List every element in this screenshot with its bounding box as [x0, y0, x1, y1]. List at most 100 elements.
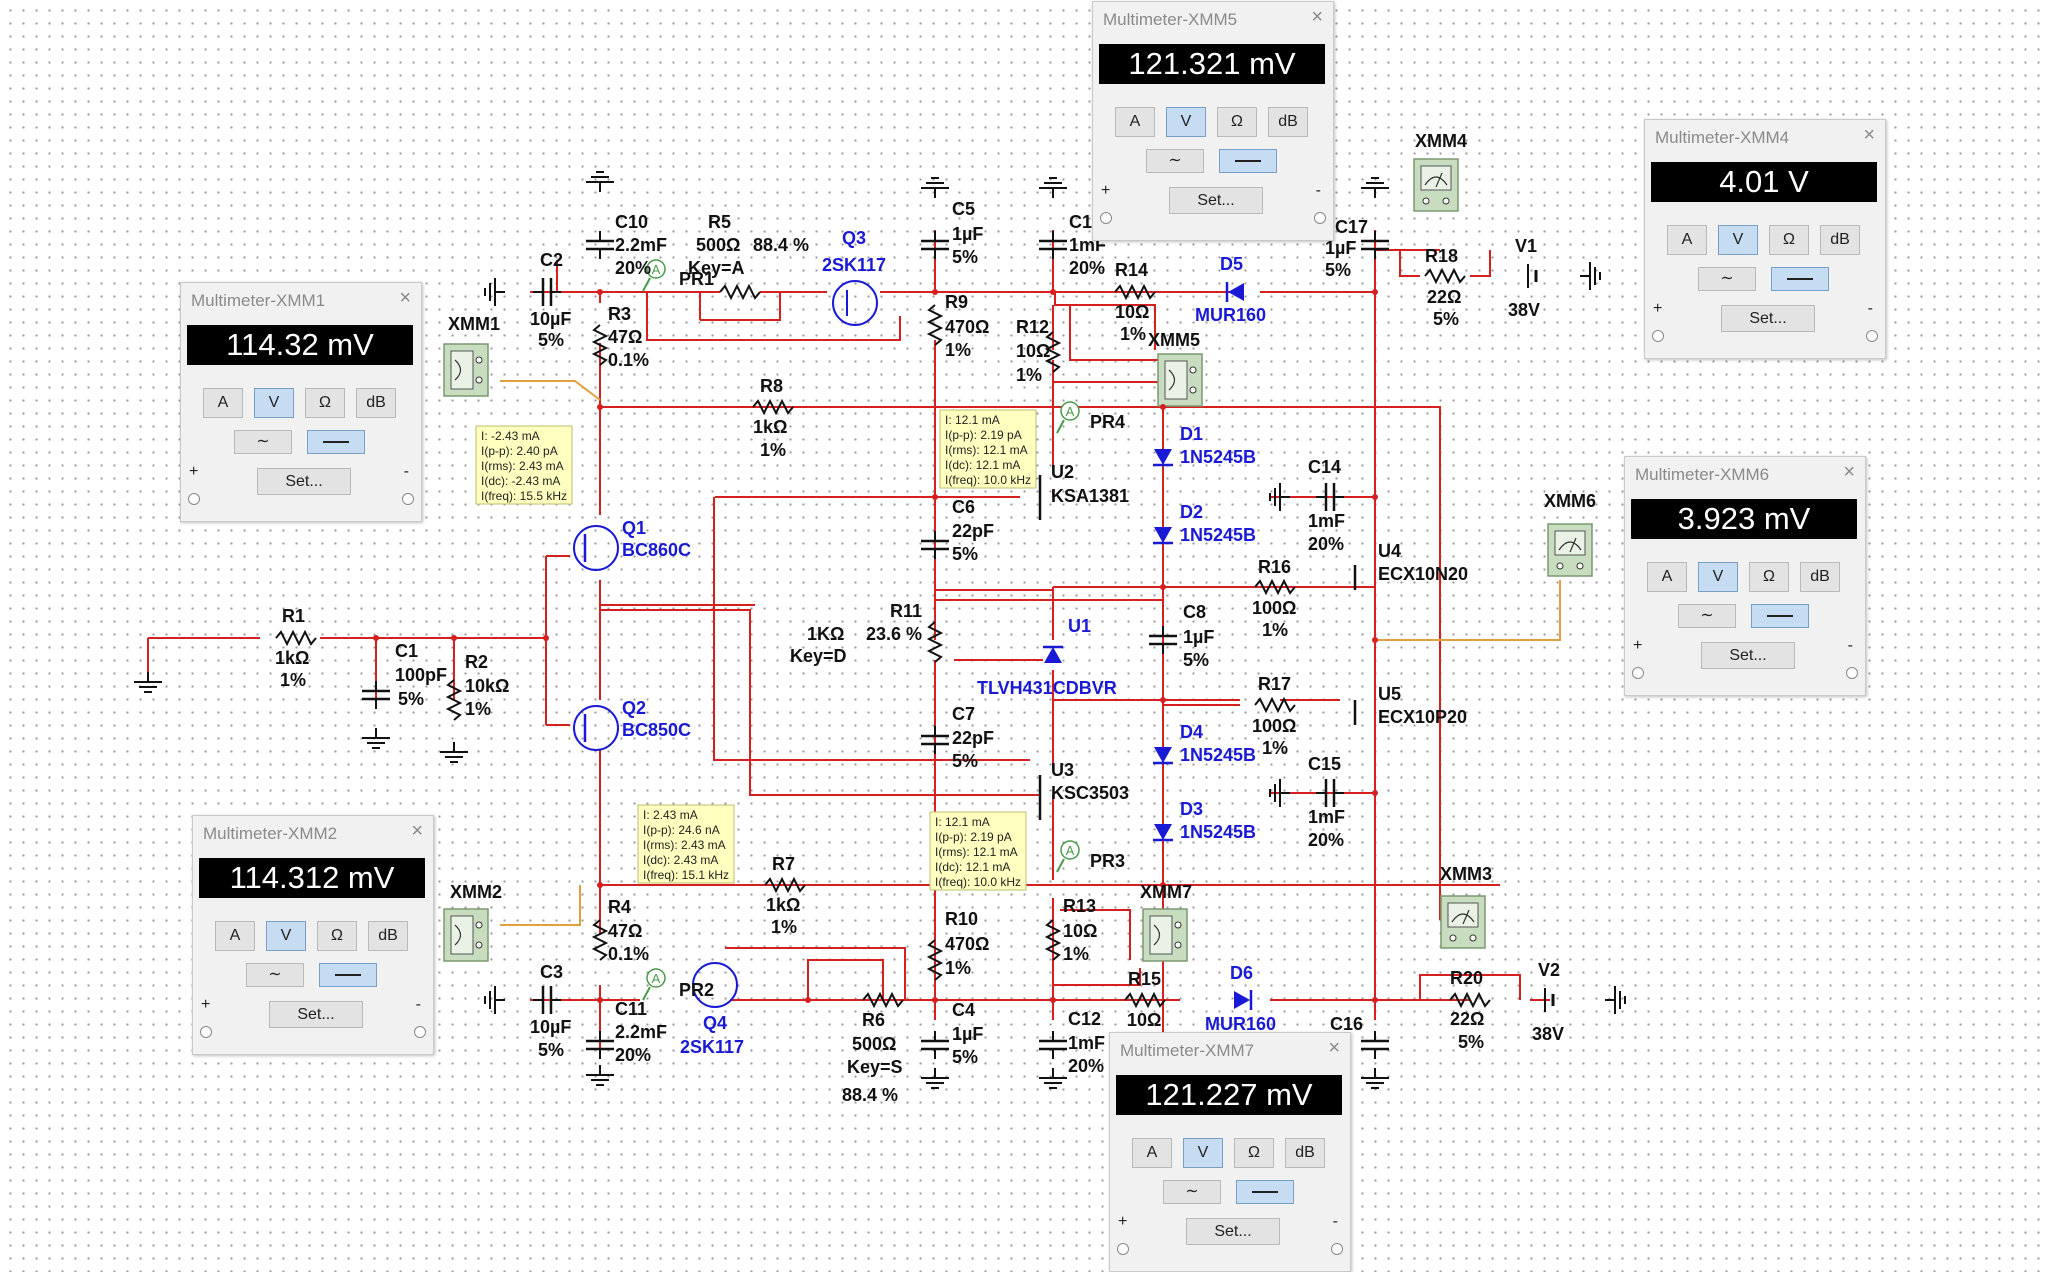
mode-ampere-button[interactable]: A: [1667, 225, 1707, 255]
pr1-line-2: I(p-p): 2.40 pA: [481, 444, 558, 458]
close-icon[interactable]: ×: [1311, 6, 1323, 28]
plus-terminal[interactable]: [1100, 212, 1112, 224]
mode-db-button[interactable]: dB: [1285, 1138, 1325, 1168]
minus-terminal-label: -: [1867, 300, 1873, 317]
mode-volt-button[interactable]: V: [1166, 107, 1206, 137]
close-icon[interactable]: ×: [1843, 461, 1855, 483]
minus-terminal[interactable]: [1846, 667, 1858, 679]
dc-mode-button[interactable]: [1219, 149, 1277, 173]
close-icon[interactable]: ×: [399, 287, 411, 309]
dc-line-icon: [1252, 1190, 1278, 1193]
mode-db-button[interactable]: dB: [1800, 562, 1840, 592]
close-icon[interactable]: ×: [411, 820, 423, 842]
components: [133, 158, 1626, 1089]
mode-volt-button[interactable]: V: [266, 921, 306, 951]
mode-ampere-button[interactable]: A: [1647, 562, 1687, 592]
label-Q1-part: BC860C: [622, 540, 691, 560]
mode-db-button[interactable]: dB: [368, 921, 408, 951]
plus-terminal[interactable]: [200, 1026, 212, 1038]
dc-mode-button[interactable]: [1771, 267, 1829, 291]
label-R17-tol: 1%: [1262, 738, 1288, 758]
label-R3: R3: [608, 304, 631, 324]
multimeter-xmm6-window[interactable]: Multimeter-XMM6 × 3.923 mV A V Ω dB ∼ + …: [1624, 456, 1866, 696]
close-icon[interactable]: ×: [1863, 124, 1875, 146]
label-C12-tol: 20%: [1068, 1056, 1104, 1076]
ac-mode-button[interactable]: ∼: [234, 430, 292, 454]
mode-volt-button[interactable]: V: [1183, 1138, 1223, 1168]
label-D6: D6: [1230, 963, 1253, 983]
dc-mode-button[interactable]: [319, 963, 377, 987]
multimeter-xmm4-window[interactable]: Multimeter-XMM4 × 4.01 V A V Ω dB ∼ + - …: [1644, 119, 1886, 359]
plus-terminal[interactable]: [1632, 667, 1644, 679]
set-button[interactable]: Set...: [269, 1001, 363, 1028]
mode-ohm-button[interactable]: Ω: [1217, 107, 1257, 137]
ac-mode-button[interactable]: ∼: [246, 963, 304, 987]
label-R9: R9: [945, 292, 968, 312]
mode-ohm-button[interactable]: Ω: [1749, 562, 1789, 592]
mode-ampere-button[interactable]: A: [215, 921, 255, 951]
mode-ampere-button[interactable]: A: [1115, 107, 1155, 137]
mode-volt-button[interactable]: V: [1718, 225, 1758, 255]
junctions: [373, 289, 1378, 1003]
label-R12-tol: 1%: [1016, 365, 1042, 385]
ac-mode-button[interactable]: ∼: [1698, 267, 1756, 291]
pr4-line-3: I(rms): 12.1 mA: [945, 443, 1028, 457]
label-V1-value: 38V: [1508, 300, 1540, 320]
set-button[interactable]: Set...: [1701, 642, 1795, 669]
minus-terminal[interactable]: [1866, 330, 1878, 342]
label-C1: C1: [395, 641, 418, 661]
label-C17-value: 1µF: [1325, 238, 1356, 258]
label-C10: C10: [615, 212, 648, 232]
close-icon[interactable]: ×: [1328, 1037, 1340, 1059]
mode-ohm-button[interactable]: Ω: [305, 388, 345, 418]
dc-line-icon: [335, 973, 361, 976]
ac-mode-button[interactable]: ∼: [1146, 149, 1204, 173]
set-button[interactable]: Set...: [257, 468, 351, 495]
multimeter-xmm1-window[interactable]: Multimeter-XMM1 × 114.32 mV A V Ω dB ∼ +…: [180, 282, 422, 522]
mode-db-button[interactable]: dB: [1268, 107, 1308, 137]
mode-ampere-button[interactable]: A: [1132, 1138, 1172, 1168]
mode-volt-button[interactable]: V: [254, 388, 294, 418]
label-D5: D5: [1220, 254, 1243, 274]
plus-terminal[interactable]: [1117, 1243, 1129, 1255]
pr2-line-2: I(p-p): 24.6 nA: [643, 823, 720, 837]
mode-volt-button[interactable]: V: [1698, 562, 1738, 592]
minus-terminal[interactable]: [414, 1026, 426, 1038]
plus-terminal[interactable]: [188, 493, 200, 505]
multimeter-xmm2-window[interactable]: Multimeter-XMM2 × 114.312 mV A V Ω dB ∼ …: [192, 815, 434, 1055]
label-R8-tol: 1%: [760, 440, 786, 460]
label-PR4: PR4: [1090, 412, 1125, 432]
dc-mode-button[interactable]: [1236, 1180, 1294, 1204]
set-button[interactable]: Set...: [1186, 1218, 1280, 1245]
mode-db-button[interactable]: dB: [1820, 225, 1860, 255]
mode-ohm-button[interactable]: Ω: [317, 921, 357, 951]
window-title: Multimeter-XMM1: [191, 291, 326, 310]
mode-ampere-button[interactable]: A: [203, 388, 243, 418]
mode-ohm-button[interactable]: Ω: [1769, 225, 1809, 255]
dc-mode-button[interactable]: [1751, 604, 1809, 628]
mode-db-button[interactable]: dB: [356, 388, 396, 418]
label-D3: D3: [1180, 799, 1203, 819]
dc-line-icon: [1767, 614, 1793, 617]
mode-ohm-button[interactable]: Ω: [1234, 1138, 1274, 1168]
label-R1: R1: [282, 606, 305, 626]
minus-terminal[interactable]: [1331, 1243, 1343, 1255]
label-C10-value: 2.2mF: [615, 235, 667, 255]
label-V2-value: 38V: [1532, 1024, 1564, 1044]
minus-terminal[interactable]: [402, 493, 414, 505]
ac-mode-button[interactable]: ∼: [1163, 1180, 1221, 1204]
ac-mode-button[interactable]: ∼: [1678, 604, 1736, 628]
window-title: Multimeter-XMM6: [1635, 465, 1770, 484]
set-button[interactable]: Set...: [1721, 305, 1815, 332]
minus-terminal[interactable]: [1314, 212, 1326, 224]
set-button[interactable]: Set...: [1169, 187, 1263, 214]
multimeter-xmm5-window[interactable]: Multimeter-XMM5 × 121.321 mV A V Ω dB ∼ …: [1092, 1, 1334, 241]
label-U4: U4: [1378, 541, 1401, 561]
plus-terminal-label: +: [1101, 182, 1111, 199]
multimeter-xmm7-window[interactable]: Multimeter-XMM7 × 121.227 mV A V Ω dB ∼ …: [1109, 1032, 1351, 1272]
label-C11-tol: 20%: [615, 1045, 651, 1065]
dc-mode-button[interactable]: [307, 430, 365, 454]
label-C7: C7: [952, 704, 975, 724]
plus-terminal[interactable]: [1652, 330, 1664, 342]
